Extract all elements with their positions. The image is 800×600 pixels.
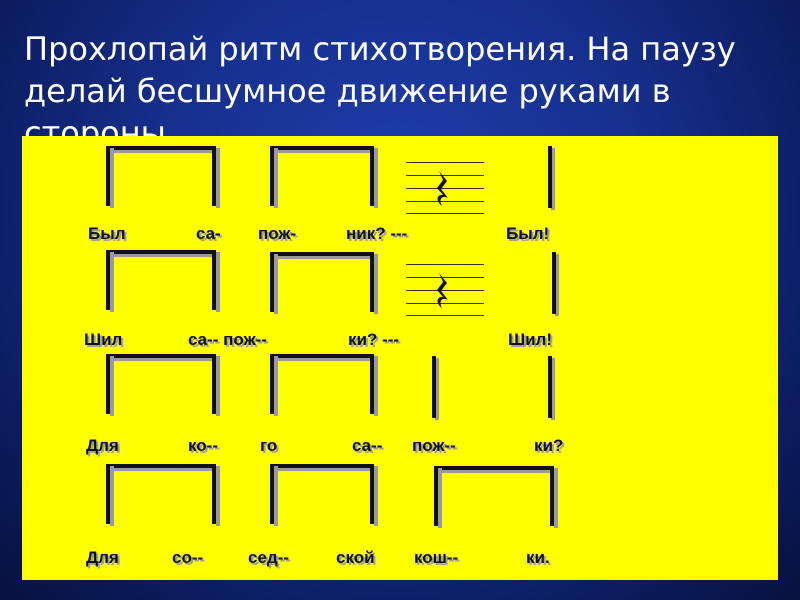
syllable: ки? (534, 436, 564, 455)
eighth-notes-pair (106, 250, 216, 310)
syllable: ки. (526, 548, 550, 567)
quarter-note-stem (548, 356, 552, 418)
eighth-notes-pair (106, 146, 216, 206)
syllable: Шил (84, 330, 123, 349)
syllable: Был! (506, 224, 550, 243)
syllable: Шил! (508, 330, 552, 349)
quarter-rest-icon (406, 162, 484, 214)
syllable: пож- (258, 224, 297, 243)
rhythm-panel: Был са- пож- ник? --- Был! Шил са-- пож-… (22, 136, 778, 580)
syllable: ко-- (188, 436, 218, 455)
syllable: Для (86, 436, 119, 455)
syllable: сед-- (248, 548, 290, 567)
syllable: Для (86, 548, 119, 567)
syllable: кош-- (414, 548, 459, 567)
eighth-notes-pair (270, 464, 374, 524)
slide-title: Прохлопай ритм стихотворения. На паузу д… (24, 30, 736, 140)
quarter-note-stem (552, 252, 556, 314)
syllable: са-- (352, 436, 383, 455)
syllable: со-- (172, 548, 204, 567)
eighth-notes-pair (106, 354, 216, 414)
syllable: го (260, 436, 278, 455)
eighth-notes-pair (270, 252, 374, 312)
syllable: ки? --- (348, 330, 400, 349)
eighth-notes-pair (270, 354, 374, 414)
syllable: ник? --- (346, 224, 408, 243)
quarter-note-stem (548, 146, 552, 208)
quarter-rest-icon (406, 264, 484, 316)
quarter-note-stem (432, 356, 436, 418)
eighth-notes-pair (434, 466, 554, 526)
syllable: Был (88, 224, 126, 243)
eighth-notes-pair (106, 464, 216, 524)
syllable: са- (196, 224, 221, 243)
syllable: ской (336, 548, 375, 567)
syllable: пож-- (412, 436, 456, 455)
eighth-notes-pair (270, 146, 374, 206)
syllable: са-- пож-- (188, 330, 267, 349)
